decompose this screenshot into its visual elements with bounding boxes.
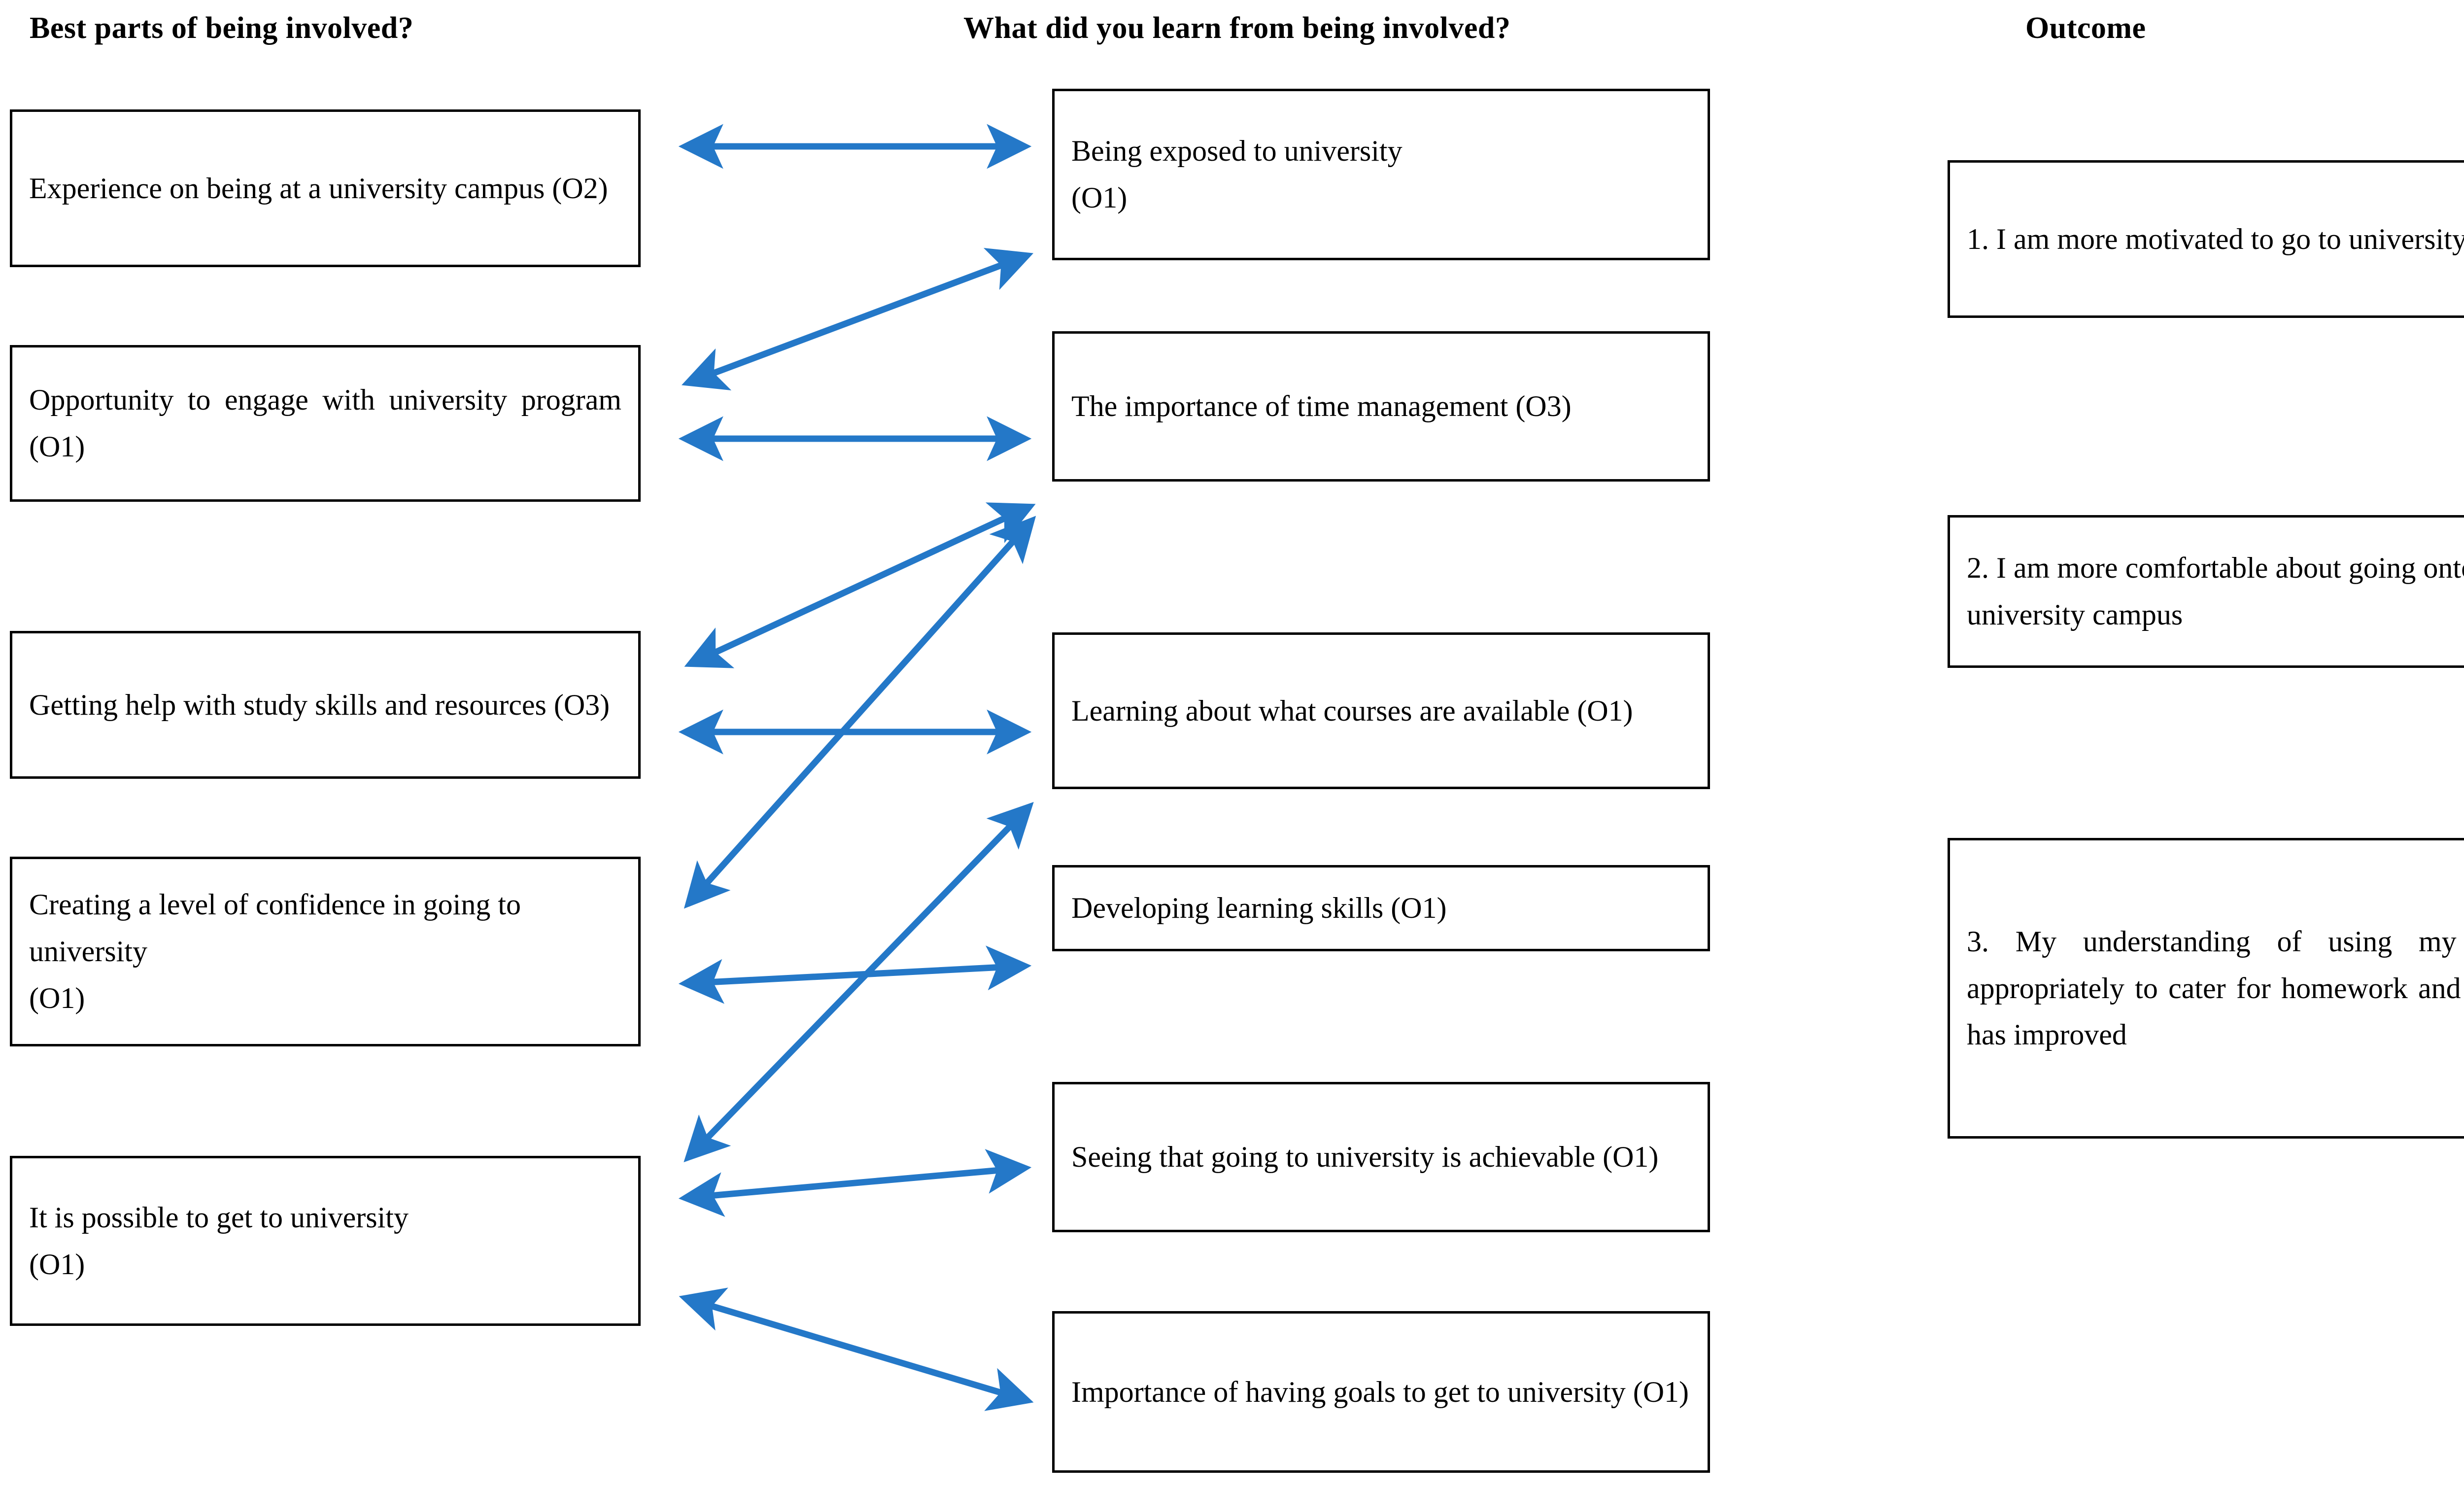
connector-9 (678, 1149, 1032, 1217)
middle-box-4-label: Developing learning skills (O1) (1071, 892, 1447, 925)
left-box-1[interactable]: Experience on being at a university camp… (10, 109, 641, 267)
left-box-4[interactable]: Creating a level of confidence in going … (10, 857, 641, 1046)
left-box-5-label: It is possible to get to university(O1) (29, 1201, 409, 1281)
middle-box-3[interactable]: Learning about what courses are availabl… (1052, 632, 1710, 789)
connector-8 (684, 801, 1034, 1163)
left-box-3[interactable]: Getting help with study skills and resou… (10, 631, 641, 779)
left-box-2[interactable]: Opportunity to engage with university pr… (10, 345, 641, 502)
middle-box-2[interactable]: The importance of time management (O3) (1052, 331, 1710, 482)
outcome-box-2-label: 2. I am more comfortable about going ont… (1967, 552, 2464, 631)
middle-box-4[interactable]: Developing learning skills (O1) (1052, 865, 1710, 951)
left-box-4-label: Creating a level of confidence in going … (29, 888, 521, 1014)
connector-6 (684, 516, 1036, 909)
outcome-box-3-label: 3. My understanding of using my time app… (1967, 925, 2464, 1051)
connector-4 (684, 502, 1036, 668)
middle-box-1-label: Being exposed to university(O1) (1071, 135, 1403, 214)
middle-box-5-label: Seeing that going to university is achie… (1071, 1141, 1659, 1174)
left-box-1-label: Experience on being at a university camp… (29, 172, 608, 205)
column-header-outcome: Outcome (2025, 11, 2146, 45)
middle-box-6[interactable]: Importance of having goals to get to uni… (1052, 1311, 1710, 1473)
middle-box-2-label: The importance of time management (O3) (1071, 390, 1572, 423)
middle-box-3-label: Learning about what courses are availabl… (1071, 694, 1633, 727)
middle-box-5[interactable]: Seeing that going to university is achie… (1052, 1082, 1710, 1232)
connector-10 (679, 1287, 1034, 1411)
column-header-best-parts: Best parts of being involved? (30, 11, 414, 45)
outcome-box-1-label: 1. I am more motivated to go to universi… (1967, 222, 2464, 255)
middle-box-6-label: Importance of having goals to get to uni… (1071, 1375, 1689, 1408)
connector-7 (678, 945, 1032, 1004)
connector-2 (681, 247, 1034, 391)
left-box-3-label: Getting help with study skills and resou… (29, 688, 610, 721)
outcome-box-3[interactable]: 3. My understanding of using my time app… (1948, 838, 2464, 1139)
middle-box-1[interactable]: Being exposed to university(O1) (1052, 89, 1710, 260)
column-header-what-learned: What did you learn from being involved? (963, 11, 1511, 45)
outcome-box-1[interactable]: 1. I am more motivated to go to universi… (1948, 160, 2464, 318)
outcome-box-2[interactable]: 2. I am more comfortable about going ont… (1948, 515, 2464, 668)
left-box-5[interactable]: It is possible to get to university(O1) (10, 1156, 641, 1326)
left-box-2-label: Opportunity to engage with university pr… (29, 383, 621, 463)
